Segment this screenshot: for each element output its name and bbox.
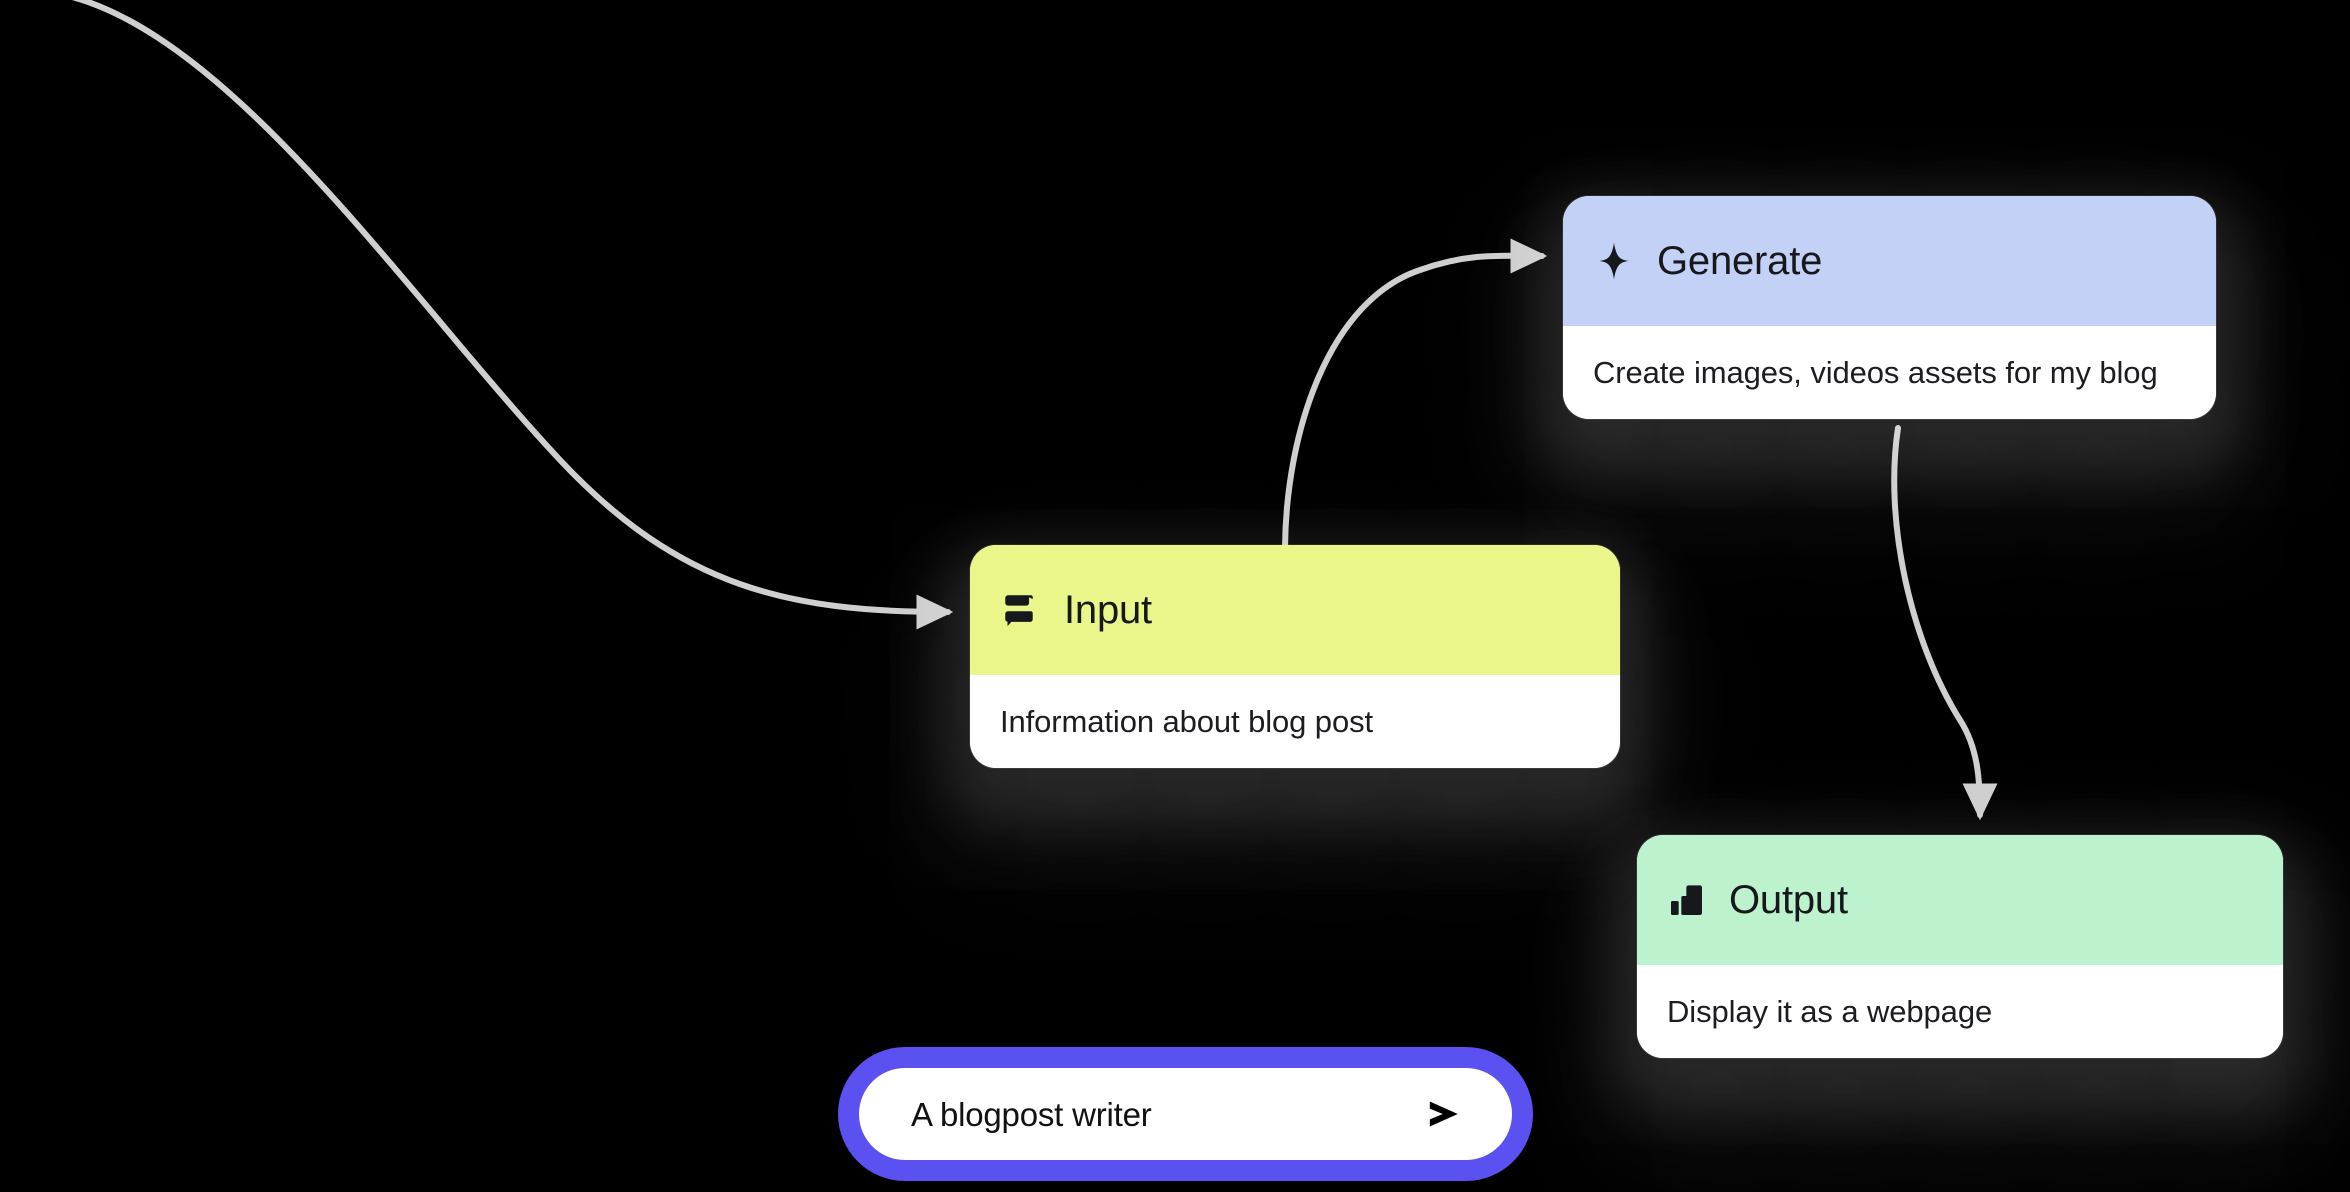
bar-chart-icon bbox=[1667, 880, 1707, 920]
node-card-output[interactable]: Output Display it as a webpage bbox=[1637, 835, 2283, 1058]
prompt-bar[interactable]: A blogpost writer bbox=[838, 1047, 1533, 1181]
edge-generate-to-output bbox=[1891, 425, 1998, 821]
node-description-generate: Create images, videos assets for my blog bbox=[1593, 354, 2158, 390]
node-description-input: Information about blog post bbox=[1000, 703, 1373, 739]
node-body-input: Information about blog post bbox=[970, 675, 1620, 768]
edge-entry-to-input bbox=[71, 0, 954, 630]
node-header-output: Output bbox=[1637, 835, 2283, 965]
node-body-output: Display it as a webpage bbox=[1637, 965, 2283, 1058]
prompt-input-wrapper[interactable]: A blogpost writer bbox=[859, 1068, 1512, 1160]
node-description-output: Display it as a webpage bbox=[1667, 993, 1993, 1029]
node-title-output: Output bbox=[1729, 878, 1848, 922]
message-lines-icon bbox=[1000, 589, 1042, 631]
node-header-input: Input bbox=[970, 545, 1620, 675]
send-arrow-icon[interactable] bbox=[1416, 1086, 1472, 1142]
prompt-input[interactable]: A blogpost writer bbox=[911, 1095, 1152, 1133]
node-card-generate[interactable]: Generate Create images, videos assets fo… bbox=[1563, 196, 2216, 419]
node-card-input[interactable]: Input Information about blog post bbox=[970, 545, 1620, 768]
node-body-generate: Create images, videos assets for my blog bbox=[1563, 326, 2216, 419]
node-header-generate: Generate bbox=[1563, 196, 2216, 326]
node-title-generate: Generate bbox=[1657, 239, 1823, 283]
sparkle-icon bbox=[1593, 240, 1635, 282]
node-title-input: Input bbox=[1064, 588, 1152, 632]
edge-input-to-generate bbox=[1282, 238, 1548, 551]
